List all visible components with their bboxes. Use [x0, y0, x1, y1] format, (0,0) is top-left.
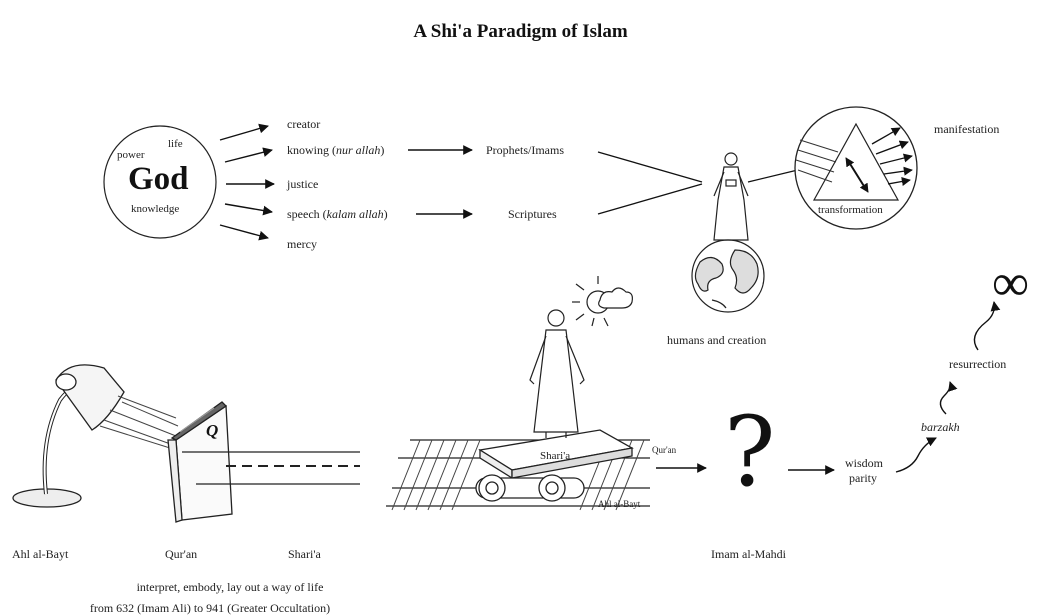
god-circle	[103, 125, 217, 239]
quality-creator: creator	[287, 117, 321, 131]
caption-line1: interpret, embody, lay out a way of life	[136, 580, 324, 594]
label-barzakh: barzakh	[921, 420, 960, 434]
cart-label-sharia: Shari'a	[540, 450, 571, 462]
rail-cart	[475, 429, 634, 502]
track-label-quran: Qur'an	[652, 445, 677, 455]
god-attr-knowledge: knowledge	[131, 203, 180, 215]
question-mark: ?	[724, 396, 776, 508]
quran-letter: Q	[206, 421, 219, 440]
god-quality-arrows	[219, 123, 275, 241]
sun-cloud-icon	[572, 276, 633, 327]
globe	[691, 239, 765, 313]
prism-outgoing-rays	[871, 127, 913, 186]
quality-knowing: knowing (nur allah)	[287, 143, 385, 157]
label-quran: Qur'an	[165, 547, 198, 561]
quality-justice: justice	[287, 177, 319, 191]
label-parity: parity	[849, 471, 877, 485]
god-attr-life: life	[168, 138, 183, 150]
desk-lamp	[12, 364, 125, 508]
humans-label: humans and creation	[667, 333, 767, 347]
prism-incoming-rays	[795, 139, 839, 183]
label-resurrection: resurrection	[949, 357, 1007, 371]
quality-mercy: mercy	[287, 237, 317, 251]
track-label-ahl: Ahl al-Bayt	[598, 499, 641, 509]
caption-line2: from 632 (Imam Ali) to 941 (Greater Occu…	[89, 601, 331, 615]
god-attr-power: power	[117, 149, 145, 161]
human-figure-top	[713, 152, 749, 241]
channel-arrows	[408, 145, 473, 219]
prism-manifestation: manifestation	[934, 122, 1000, 136]
channel-prophets: Prophets/Imams	[486, 143, 564, 157]
label-ahl-al-bayt: Ahl al-Bayt	[12, 547, 69, 561]
prism-transformation: transformation	[818, 204, 883, 216]
prism-double-arrow	[845, 157, 869, 193]
diagram-title: A Shi'a Paradigm of Islam	[413, 21, 628, 42]
converging-lines	[597, 151, 807, 215]
label-wisdom: wisdom	[845, 456, 884, 470]
quality-speech: speech (kalam allah)	[287, 207, 388, 221]
label-imam-mahdi: Imam al-Mahdi	[711, 547, 786, 561]
label-sharia: Shari'a	[288, 547, 321, 561]
light-beams	[99, 395, 179, 449]
prism-circle	[794, 106, 918, 230]
mahdi-arrows	[656, 463, 835, 475]
sharia-lines	[182, 451, 360, 485]
afterlife-curves	[895, 301, 1001, 473]
human-figure-cart	[529, 309, 585, 438]
infinity-symbol: ∞	[992, 255, 1030, 312]
quran-book	[167, 401, 233, 523]
god-label: God	[128, 161, 189, 197]
channel-scriptures: Scriptures	[508, 207, 557, 221]
